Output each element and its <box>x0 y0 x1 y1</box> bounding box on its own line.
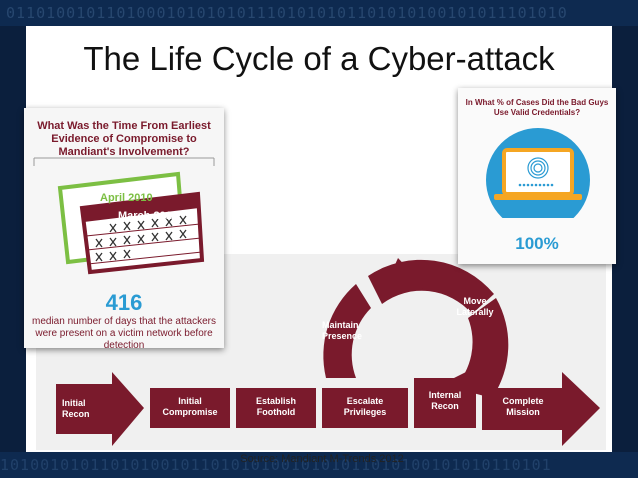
arrow-initial-compromise <box>150 388 230 428</box>
credentials-value: 100% <box>515 234 559 253</box>
arrow-establish-foothold <box>236 388 316 428</box>
stage-initial-recon: Initial Recon <box>62 398 90 419</box>
arrow-internal-recon <box>414 378 476 428</box>
dwell-time-panel: What Was the Time From Earliest Evidence… <box>24 108 224 351</box>
binary-text-bottom: 1010010101101010010110101010010101011010… <box>0 456 552 474</box>
dwell-time-question: What Was the Time From Earliest Evidence… <box>37 120 211 158</box>
dwell-time-description: median number of days that the attackers… <box>32 316 216 351</box>
arrow-complete-mission <box>482 372 600 446</box>
cycle-move-laterally: Move Laterally <box>456 296 494 317</box>
calendar-grid <box>85 223 203 265</box>
arrow-escalate-privileges <box>322 388 408 428</box>
stage-complete-mission: Complete Mission <box>502 396 544 417</box>
fingerprint-laptop-icon <box>486 128 590 218</box>
arrow-initial-recon <box>56 372 144 446</box>
binary-background-bottom: 1010010101101010010110101010010101011010… <box>0 452 638 478</box>
dwell-time-value: 416 <box>105 290 143 315</box>
lifecycle-diagram <box>56 258 600 446</box>
calendar-day-marks <box>95 215 187 262</box>
binary-background-top: 0110100101101000101010101110101010110101… <box>0 0 638 26</box>
credentials-panel: In What % of Cases Did the Bad Guys Use … <box>458 88 616 264</box>
slide: The Life Cycle of a Cyber-attack Initial… <box>24 26 616 465</box>
stage-escalate-privileges: Escalate Privileges <box>343 396 387 417</box>
calendar-back-label: April 2010 <box>100 192 153 204</box>
credentials-question: In What % of Cases Did the Bad Guys Use … <box>465 98 609 117</box>
cycle-arrowhead-top <box>382 258 426 294</box>
slide-title: The Life Cycle of a Cyber-attack <box>83 40 555 77</box>
binary-text-top: 0110100101101000101010101110101010110101… <box>6 4 568 22</box>
source-citation: Source: Mandiant M-Trends 2012 <box>240 453 404 465</box>
stage-initial-compromise: Initial Compromise <box>162 396 218 417</box>
cycle-arc-left <box>323 284 371 378</box>
fingerprint-icon <box>527 157 549 179</box>
calendar-front-label: March 2011 <box>118 210 178 222</box>
password-dots <box>518 183 554 187</box>
calendar-icon <box>33 157 215 275</box>
stage-establish-foothold: Establish Foothold <box>255 396 296 417</box>
cycle-maintain-presence: Maintain Presence <box>322 320 363 341</box>
stage-internal-recon: Internal Recon <box>428 390 462 411</box>
